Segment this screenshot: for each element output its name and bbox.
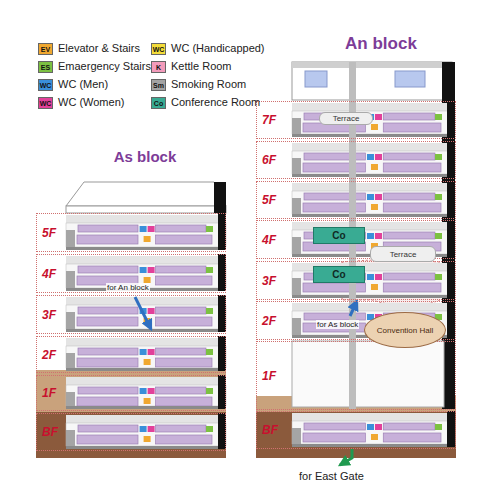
floor-label: 2F [42, 348, 56, 362]
floor-label: 1F [42, 386, 56, 400]
floor-label: 4F [262, 233, 276, 247]
conference-room: Co [313, 266, 365, 283]
legend-text: WC (Handicapped) [171, 42, 265, 54]
floor-band: 1F [256, 341, 456, 410]
swatch-code: ES [41, 64, 50, 71]
node-label: Co [332, 269, 345, 280]
floor-band: 7F Terrace [256, 101, 456, 139]
legend-swatch: EV [38, 43, 53, 55]
floor-label: 5F [262, 193, 276, 207]
floor-label: 6F [262, 153, 276, 167]
terrace-area: Terrace [370, 246, 436, 262]
legend-text: Emaergency Stairs [58, 60, 151, 72]
node-label: Co [332, 230, 345, 241]
floor-band: 5F [256, 181, 456, 219]
legend-text: Elevator & Stairs [58, 42, 140, 54]
swatch-code: WC [153, 46, 165, 53]
floor-band: BF [36, 413, 226, 451]
floor-label: 3F [262, 274, 276, 288]
legend-swatch: WC [38, 97, 53, 109]
legend-swatch: K [151, 61, 166, 73]
floor-label: 2F [262, 314, 276, 328]
legend-text: WC (Women) [58, 96, 124, 108]
swatch-code: WC [40, 82, 52, 89]
node-label: An block [345, 34, 417, 54]
floor-band: 5F [36, 213, 226, 252]
node-label: Terrace [390, 250, 417, 259]
legend-text: Kettle Room [171, 60, 232, 72]
floor-band: 1F [36, 375, 226, 411]
swatch-code: EV [41, 46, 50, 53]
swatch-code: Sm [153, 82, 164, 89]
floor-label: 5F [42, 226, 56, 240]
floor-label: 4F [42, 267, 56, 281]
floor-label: BF [42, 425, 58, 439]
legend-swatch: ES [38, 61, 53, 73]
floor-label: 7F [262, 113, 276, 127]
floor-band: 3F Co [256, 261, 456, 300]
floor-band: 3F [36, 295, 226, 334]
legend-text: Smoking Room [171, 78, 246, 90]
swatch-code: WC [40, 100, 52, 107]
legend-swatch: Sm [151, 79, 166, 91]
swatch-code: K [156, 64, 161, 71]
floor-label: 1F [262, 369, 276, 383]
floor-label: 3F [42, 308, 56, 322]
floor-band: 2F [36, 336, 226, 373]
legend-swatch: Co [151, 97, 166, 109]
direction-note: for As block [316, 320, 359, 329]
legend-text: WC (Men) [58, 78, 108, 90]
legend-swatch: WC [38, 79, 53, 91]
convention-hall: Convention Hall [364, 312, 446, 348]
legend-text: Conference Room [171, 96, 260, 108]
node-label: Terrace [333, 114, 360, 123]
block-heading: As block 5F 4F 3F 2F 1F BF [40, 148, 250, 458]
direction-note: for An block [106, 283, 150, 292]
direction-note: for East Gate [298, 470, 365, 482]
conference-room: Co [313, 227, 365, 244]
floor-band: 6F [256, 141, 456, 179]
legend-swatch: WC [151, 43, 166, 55]
swatch-code: Co [154, 100, 163, 107]
block-heading: An block7FTerrace6F5F4FCo3FCo2F1FBFTerra… [276, 34, 486, 454]
node-label: As block [114, 148, 177, 165]
node-label: Convention Hall [377, 326, 433, 335]
terrace-area: Terrace [319, 112, 373, 125]
floor-band: BF [256, 411, 456, 449]
floor-label: BF [262, 423, 278, 437]
